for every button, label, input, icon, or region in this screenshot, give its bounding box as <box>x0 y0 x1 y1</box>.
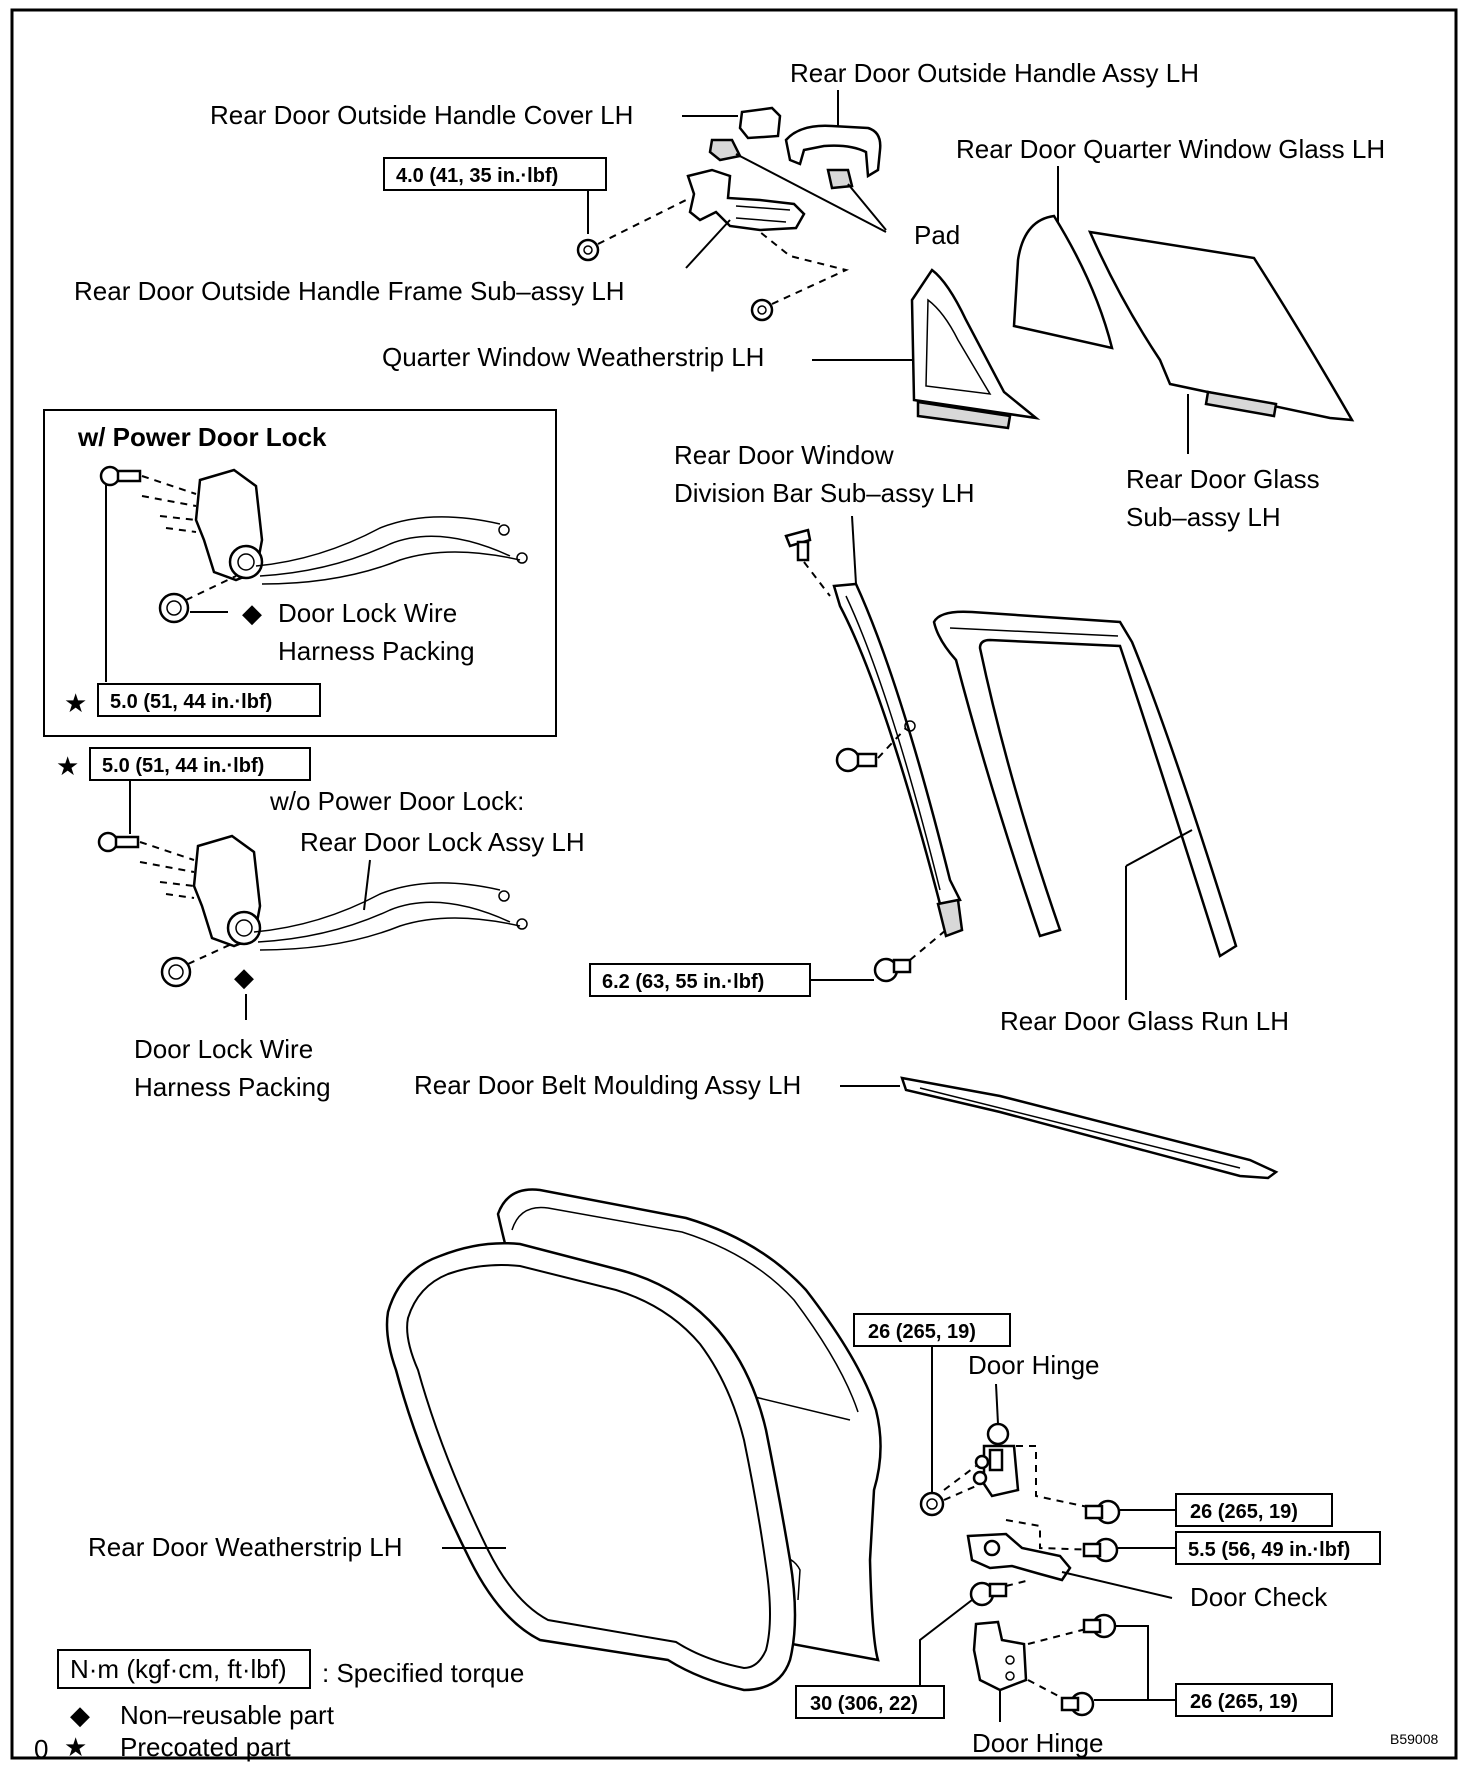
rear-door-weatherstrip <box>385 1241 797 1692</box>
label-outside-handle-cover: Rear Door Outside Handle Cover LH <box>210 100 633 130</box>
legend-diamond-symbol: ◆ <box>70 1700 90 1730</box>
torque-door-check: 5.5 (56, 49 in.·lbf) <box>1188 1539 1350 1561</box>
wire-harness-packing-manual <box>160 956 192 988</box>
label-wo-power-lock: w/o Power Door Lock: <box>269 786 524 816</box>
legend-precoated: Precoated part <box>120 1732 291 1762</box>
label-door-hinge-upper: Door Hinge <box>968 1350 1100 1380</box>
bolt-handle-frame-lower <box>750 298 774 322</box>
label-wire-packing-a1: Door Lock Wire <box>278 598 457 628</box>
label-outside-handle-frame: Rear Door Outside Handle Frame Sub–assy … <box>74 276 625 306</box>
label-power-lock-title: w/ Power Door Lock <box>77 422 327 452</box>
label-outside-handle-assy: Rear Door Outside Handle Assy LH <box>790 58 1199 88</box>
quarter-window-weatherstrip <box>910 268 1041 420</box>
torque-hinge-upper-right: 26 (265, 19) <box>1190 1501 1298 1523</box>
legend-unit-box <box>57 1649 311 1689</box>
legend-non-reusable: Non–reusable part <box>120 1700 335 1730</box>
label-pad: Pad <box>914 220 960 250</box>
lock-cable-manual-1 <box>253 882 501 933</box>
outside-handle-assy <box>784 124 882 179</box>
door-lock-body-manual <box>192 834 262 948</box>
screw-power-lock <box>99 465 142 487</box>
torque-no-power-lock: 5.0 (51, 44 in.·lbf) <box>102 755 264 777</box>
torque-box-hinge-upper-right <box>1175 1493 1333 1527</box>
nut-hinge-upper <box>919 1491 945 1517</box>
label-glass-run: Rear Door Glass Run LH <box>1000 1006 1289 1036</box>
star-no-power-lock: ★ <box>56 751 79 781</box>
quarter-window-glass <box>1012 214 1114 350</box>
label-division-bar-1: Rear Door Window <box>674 440 894 470</box>
figure-id: B59008 <box>1390 1731 1438 1747</box>
rear-door-glass-channel <box>1204 390 1278 418</box>
pad-right <box>826 168 854 190</box>
bolt-door-check <box>1082 1537 1119 1563</box>
star-power-lock: ★ <box>64 688 87 718</box>
label-wire-packing-a2: Harness Packing <box>278 636 475 666</box>
door-lock-body-power <box>194 468 264 582</box>
torque-handle-frame: 4.0 (41, 35 in.·lbf) <box>396 165 558 187</box>
label-door-weatherstrip: Rear Door Weatherstrip LH <box>88 1532 403 1562</box>
division-bar <box>832 582 962 906</box>
lock-cable-power-1 <box>255 516 501 567</box>
label-division-bar-2: Division Bar Sub–assy LH <box>674 478 975 508</box>
label-belt-moulding: Rear Door Belt Moulding Assy LH <box>414 1070 801 1100</box>
lock-cable-power-2 <box>259 535 511 577</box>
bolt-division-bar-mid <box>835 747 878 773</box>
figure-frame <box>10 8 1458 1760</box>
torque-box-handle-frame <box>383 157 607 191</box>
rear-door-weatherstrip-inner <box>406 1264 771 1670</box>
bolt-hinge-lower <box>969 1581 1008 1607</box>
bolt-hinge-lower-right-2 <box>1060 1691 1095 1717</box>
pad-left <box>708 138 742 162</box>
torque-box-door-check <box>1175 1531 1381 1565</box>
torque-box-hinge-lower-right <box>1175 1683 1333 1717</box>
screw-no-power-lock <box>97 831 140 853</box>
label-quarter-weatherstrip: Quarter Window Weatherstrip LH <box>382 342 764 372</box>
screw-division-bar-top <box>784 528 812 562</box>
door-hinge-upper <box>972 1422 1020 1498</box>
torque-hinge-upper-left: 26 (265, 19) <box>868 1321 976 1343</box>
legend-precoated-prefix: 0 <box>34 1734 48 1764</box>
legend-unit-desc: : Specified torque <box>322 1658 524 1688</box>
label-wire-packing-b2: Harness Packing <box>134 1072 331 1102</box>
torque-hinge-lower-bolt: 30 (306, 22) <box>810 1693 918 1715</box>
legend-star-symbol: ★ <box>64 1732 87 1762</box>
diamond-no-power-lock: ◆ <box>234 962 254 992</box>
label-quarter-window-glass: Rear Door Quarter Window Glass LH <box>956 134 1385 164</box>
torque-hinge-lower-right: 26 (265, 19) <box>1190 1691 1298 1713</box>
legend-unit: N·m (kgf·cm, ft·lbf) <box>70 1654 287 1684</box>
bolt-hinge-lower-right-1 <box>1082 1613 1117 1639</box>
bolt-division-bar-lower <box>873 957 912 983</box>
door-hinge-lower <box>972 1620 1028 1692</box>
label-door-lock-assy: Rear Door Lock Assy LH <box>300 827 585 857</box>
label-door-hinge-lower: Door Hinge <box>972 1728 1104 1758</box>
torque-power-lock: 5.0 (51, 44 in.·lbf) <box>110 691 272 713</box>
label-wire-packing-b1: Door Lock Wire <box>134 1034 313 1064</box>
bolt-handle-frame-upper <box>576 238 600 262</box>
bolt-hinge-upper-right <box>1084 1499 1121 1525</box>
torque-box-no-power-lock <box>89 747 311 781</box>
door-check <box>966 1532 1072 1582</box>
torque-box-power-lock <box>97 683 321 717</box>
outside-handle-frame <box>686 168 806 232</box>
torque-division-bar: 6.2 (63, 55 in.·lbf) <box>602 971 764 993</box>
lock-cable-manual-2 <box>257 901 511 943</box>
torque-box-hinge-lower-bolt <box>795 1685 945 1719</box>
power-door-lock-inset <box>43 409 557 737</box>
wire-harness-packing-power <box>158 592 190 624</box>
rear-door-glass <box>1087 230 1355 422</box>
diamond-power-lock: ◆ <box>242 598 262 628</box>
label-door-check: Door Check <box>1190 1582 1328 1612</box>
label-door-glass-2: Sub–assy LH <box>1126 502 1281 532</box>
outside-handle-cover <box>738 106 782 140</box>
label-door-glass-1: Rear Door Glass <box>1126 464 1320 494</box>
rear-door-glass-run <box>932 610 1238 958</box>
